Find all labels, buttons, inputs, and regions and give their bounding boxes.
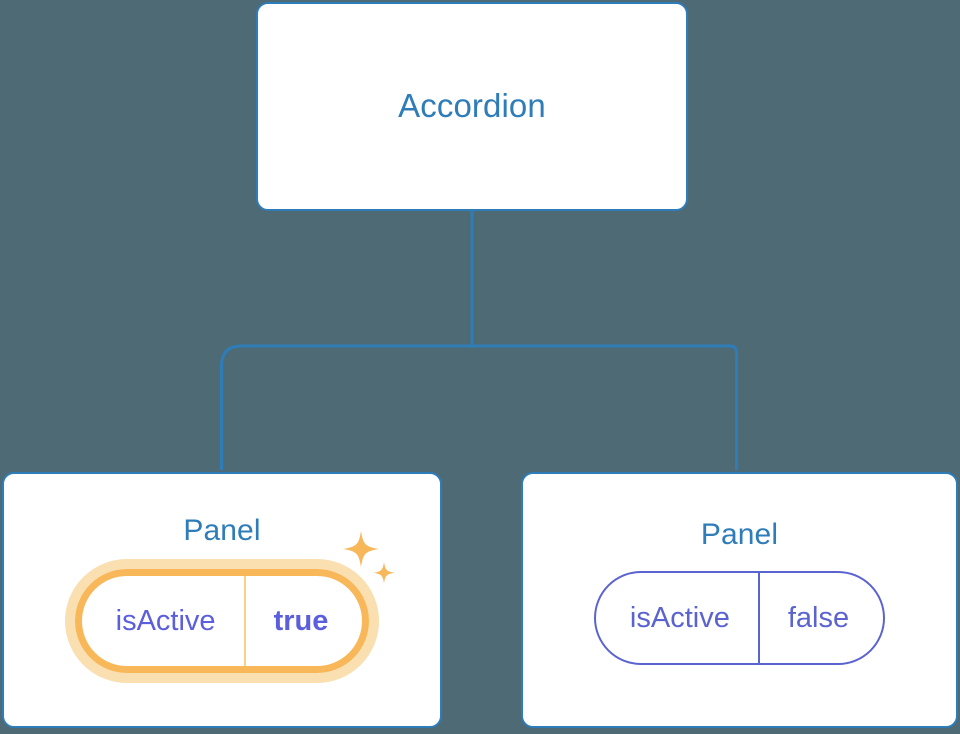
sparkle-small-icon [373,562,396,584]
prop-value-1: false [757,573,883,663]
prop-pill-glow-0 [64,559,380,683]
node-title-accordion: Accordion [398,87,546,125]
prop-pill-wrapper-1: isActive false [593,571,886,665]
prop-key-0: isActive [115,604,216,637]
sparkle-large-icon [343,531,380,567]
prop-pill-1[interactable]: isActive false [593,571,886,665]
prop-key-1: isActive [629,601,730,634]
node-accordion[interactable]: Accordion [256,2,688,211]
node-panel-1[interactable]: Panel isActive false [521,472,958,728]
connector-branch-bar [220,344,738,470]
node-panel-0[interactable]: Panel isActive true [2,472,442,728]
prop-pill-wrapper-0: isActive true [64,531,396,683]
node-title-panel-1: Panel [700,518,779,551]
prop-value-0: true [243,576,363,666]
prop-pill-0[interactable]: isActive true [74,569,370,673]
node-title-panel-0: Panel [183,514,261,547]
